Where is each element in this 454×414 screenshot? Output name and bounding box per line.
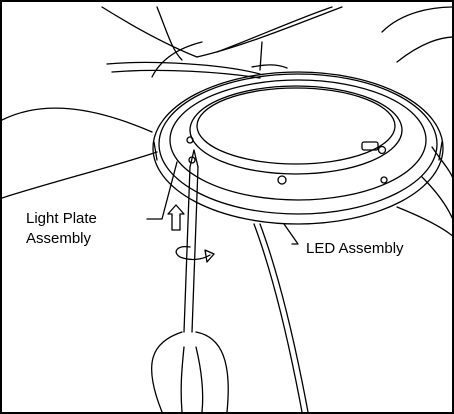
mounting-screws [186,136,388,185]
led-wire [253,223,309,412]
fan-housing [106,41,261,79]
led-assembly-label-text: LED Assembly [306,240,404,257]
screwdriver-icon [150,149,229,412]
fan-blade-right [381,6,452,63]
led-assembly-label: LED Assembly [304,239,406,259]
light-plate-assembly-label: Light Plate Assembly [24,209,99,249]
light-plate-ring [152,71,444,225]
fan-blade-left [2,107,158,199]
push-up-arrow-icon [167,204,185,231]
rotate-arrow-icon [175,246,215,263]
light-plate-label-line1: Light Plate [26,210,97,227]
fan-blade-lower-right [396,146,452,237]
callout-leaders [146,161,299,245]
light-plate-label-line2: Assembly [26,230,92,247]
fan-blade-top [101,6,343,71]
